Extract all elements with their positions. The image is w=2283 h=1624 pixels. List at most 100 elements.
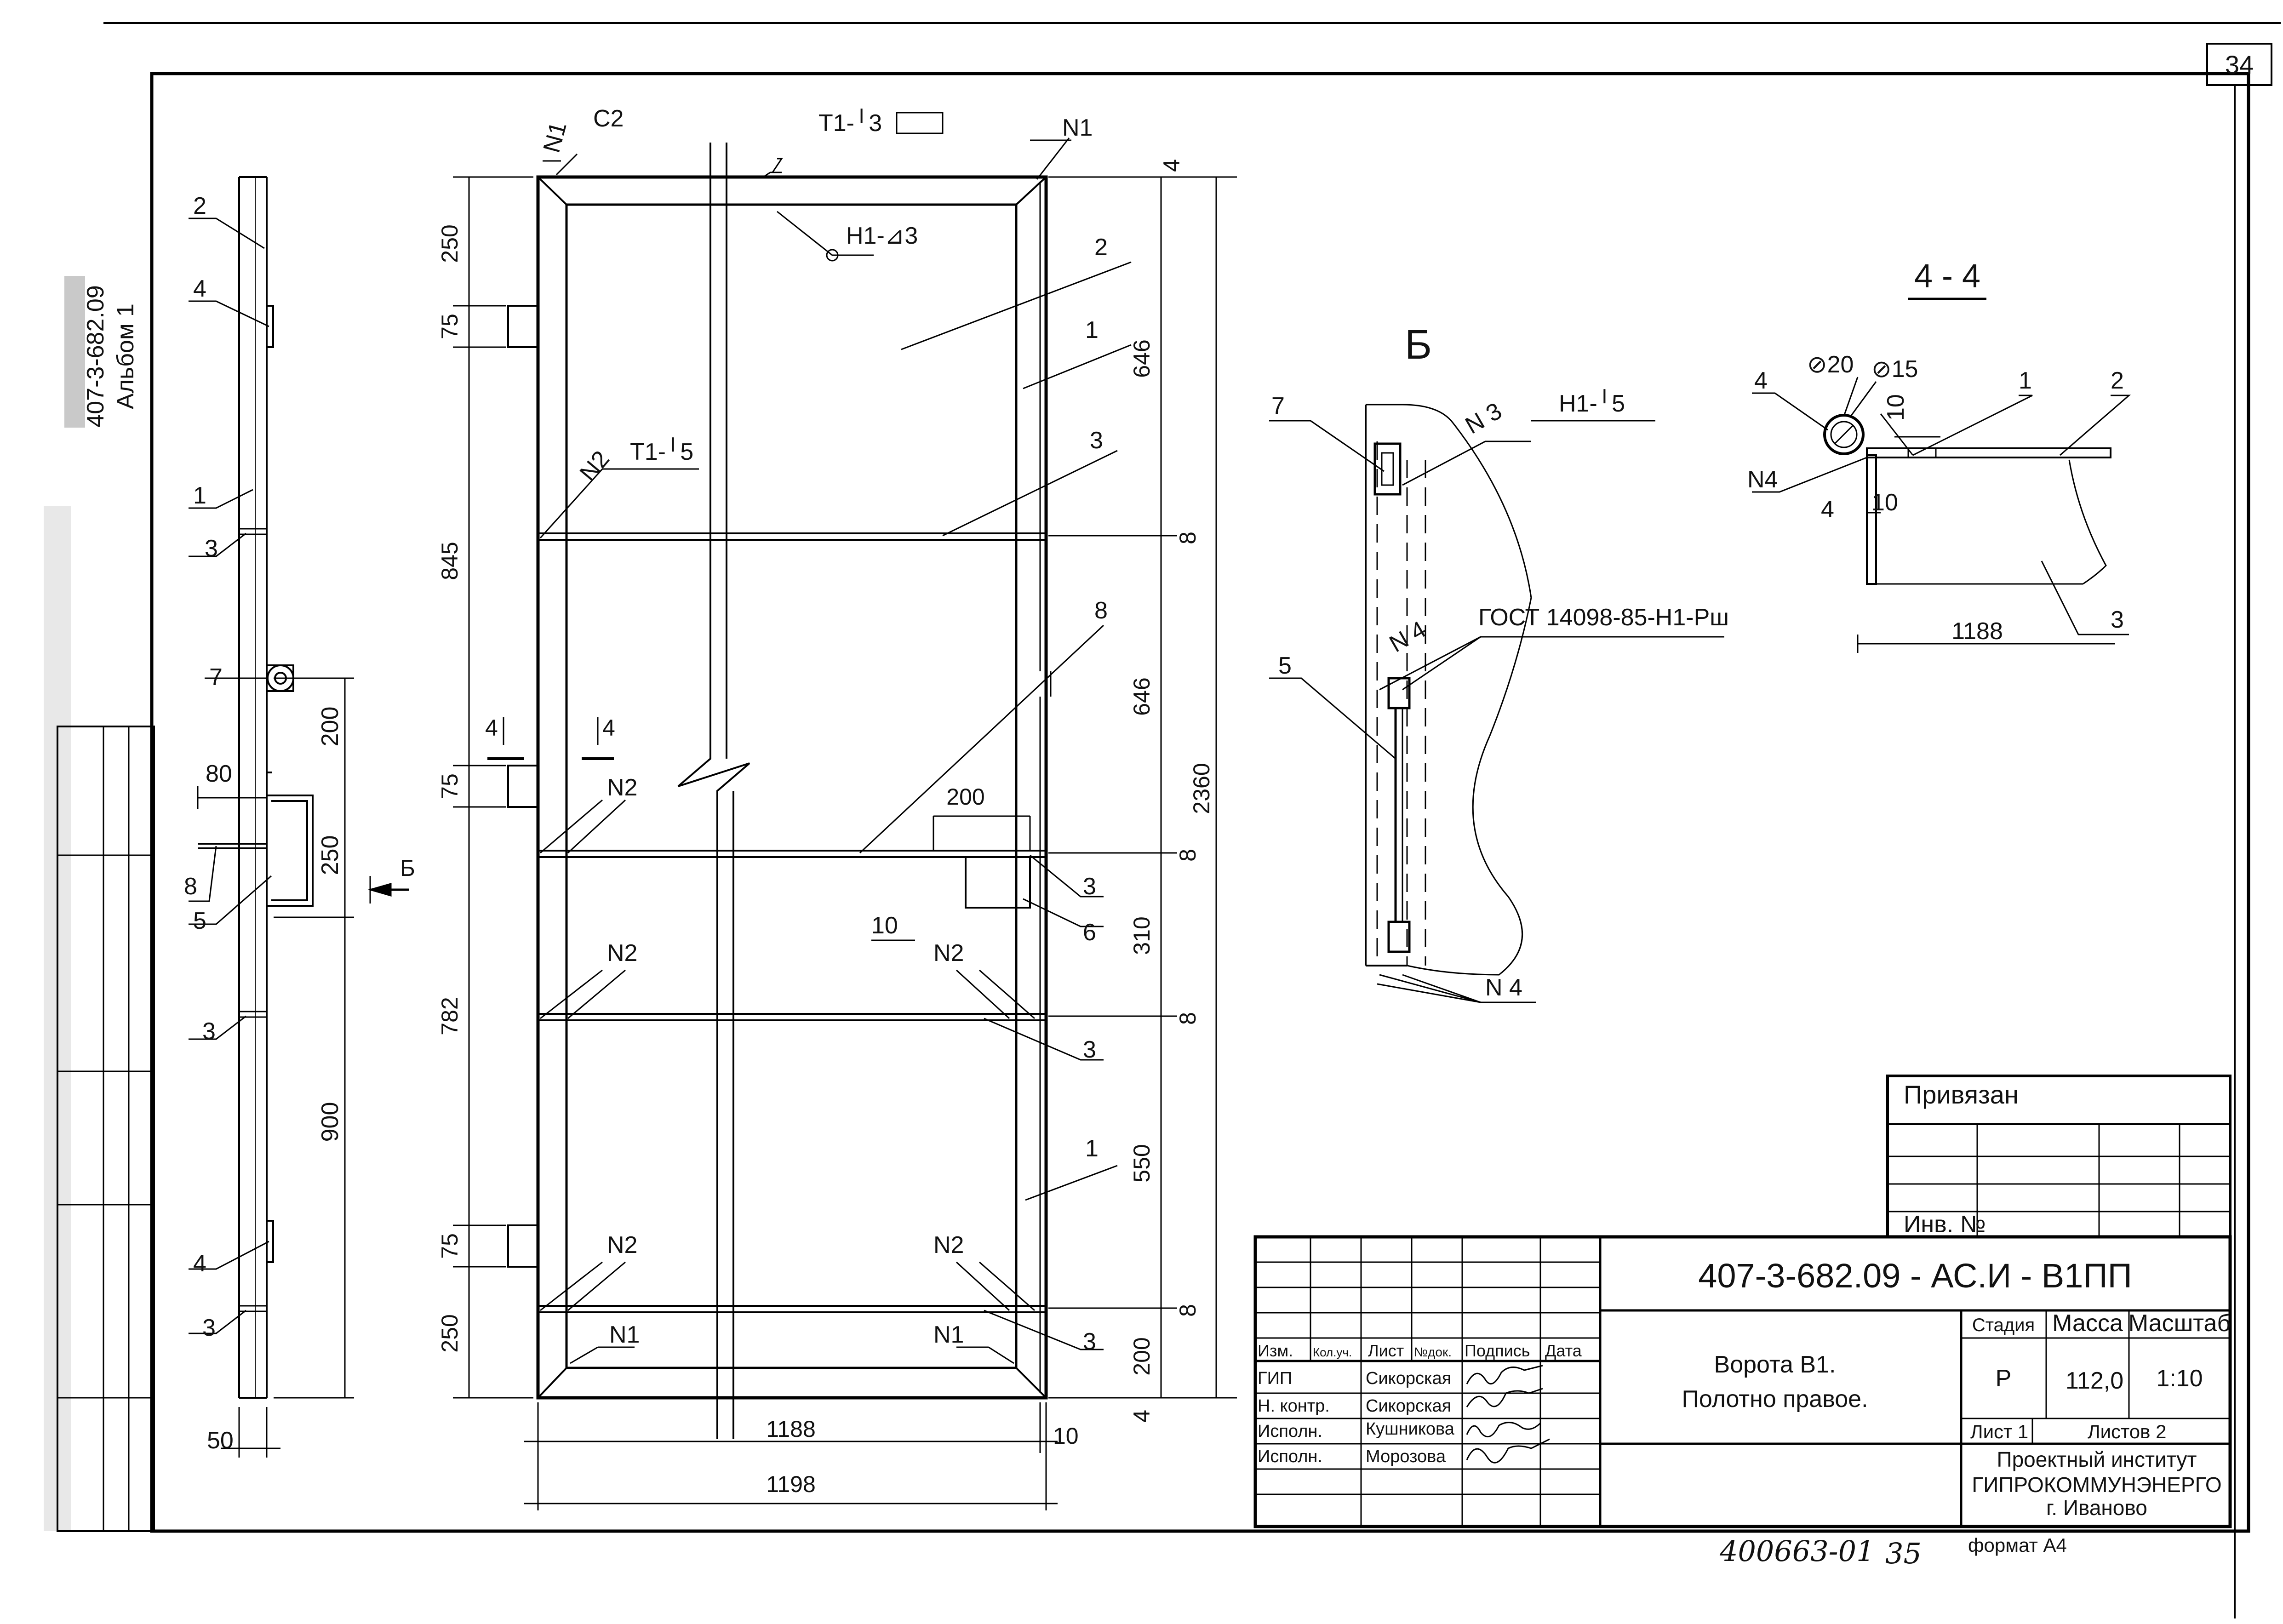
dim-250-side: 250 — [317, 835, 343, 875]
section-44-labels: 4 ⊘20 ⊘15 1 2 N4 3 10 4 10 1188 — [1747, 351, 2124, 645]
org-line3: г. Иваново — [2046, 1496, 2147, 1520]
dim-right-4a: 4 — [1159, 159, 1184, 172]
section-44-cut — [487, 717, 614, 760]
role-ispoln1: Исполн. — [1258, 1422, 1322, 1441]
dim-right-550: 550 — [1129, 1144, 1155, 1182]
dim-right-646b: 646 — [1129, 677, 1155, 715]
sec44-d15: ⊘15 — [1871, 356, 1918, 383]
part-label-6: 6 — [1083, 919, 1096, 946]
section-44-mark-right: 4 — [602, 715, 615, 741]
side-label-3: 3 — [205, 535, 218, 562]
mass-header: Масса — [2052, 1310, 2123, 1337]
dim-200-front: 200 — [946, 784, 984, 810]
dim-right-646a: 646 — [1129, 339, 1155, 377]
dim-bottom-10: 10 — [1053, 1423, 1079, 1449]
side-ref-album: Альбом 1 — [112, 303, 139, 409]
front-view-crossbars — [538, 532, 1046, 1313]
title-block-grid — [1253, 1075, 2232, 1528]
detail-b-title: Б — [1405, 322, 1432, 368]
part-label-1: 1 — [1085, 317, 1099, 343]
org-line1: Проектный институт — [1997, 1447, 2197, 1471]
hdr-list: Лист — [1368, 1341, 1404, 1360]
sheet-no: Лист 1 — [1970, 1421, 2028, 1442]
drawing-code: 407-3-682.09 - АС.И - В1ПП — [1698, 1257, 2132, 1295]
dim-left-75a: 75 — [437, 314, 463, 339]
side-label-1: 1 — [193, 482, 206, 509]
weld-n2-b: N2 — [607, 940, 637, 966]
dim-80: 80 — [206, 761, 232, 787]
sec44-label-2: 2 — [2111, 367, 2124, 394]
t1-flag — [896, 112, 944, 134]
detail-b-label-5: 5 — [1278, 652, 1292, 679]
name-ispoln2: Морозова — [1366, 1447, 1446, 1466]
role-gip: ГИП — [1258, 1369, 1292, 1388]
stage-header: Стадия — [1972, 1315, 2035, 1335]
detail-b-label-7: 7 — [1271, 393, 1285, 419]
hdr-ndok: №док. — [1414, 1345, 1452, 1359]
hdr-data: Дата — [1545, 1341, 1582, 1360]
part-label-3c: 3 — [1083, 1036, 1096, 1063]
page-number: 34 — [2225, 50, 2254, 79]
section-44-title: 4 - 4 — [1914, 258, 1980, 295]
weld-n2-d: N2 — [607, 1232, 637, 1258]
front-view-labels: C2 N1 T1-╵3 N1 H1-⊿3 2 1 3 8 3 6 3 1 3 1… — [538, 105, 1108, 1355]
dim-right-4b: 4 — [1129, 1410, 1155, 1423]
weld-n2-top: N2 — [575, 446, 615, 486]
section-mark-b: Б — [400, 855, 415, 881]
name-ispoln1: Кушникова — [1366, 1419, 1455, 1439]
front-view-dims — [453, 176, 1237, 1510]
scale-header: Масштаб — [2129, 1310, 2231, 1337]
part-label-3: 3 — [1090, 427, 1103, 454]
dim-total-2360: 2360 — [1189, 763, 1214, 814]
detail-b-n3: N 3 — [1461, 398, 1506, 440]
part-label-2: 2 — [1094, 234, 1108, 261]
weld-n1-a: N1 — [609, 1321, 640, 1348]
side-view-labels: 2 4 1 3 7 8 5 3 4 3 — [184, 193, 223, 1341]
dim-left-250b: 250 — [437, 1314, 463, 1352]
scale-value: 1:10 — [2156, 1365, 2203, 1392]
title-block-text: Привязан Инв. № 407-3-682.09 - АС.И - В1… — [1258, 1080, 2231, 1520]
side-label-7: 7 — [209, 664, 223, 691]
org-line2: ГИПРОКОММУНЭНЕРГО — [1972, 1473, 2221, 1497]
detail-b-h1-5: H1-╵5 — [1559, 389, 1625, 417]
section-44-mark-left: 4 — [485, 715, 498, 741]
side-view-dims — [197, 677, 409, 1458]
front-view-welds — [539, 468, 1035, 1364]
section-44-drawing — [1823, 414, 2111, 585]
part-label-1b: 1 — [1085, 1135, 1099, 1162]
dim-50-side: 50 — [207, 1427, 234, 1454]
handwritten-number: 400663-01 — [1719, 1534, 1875, 1568]
front-view-break — [677, 143, 750, 1439]
hdr-izm: Изм. — [1258, 1341, 1293, 1360]
hdr-kol: Кол.уч. — [1313, 1345, 1352, 1359]
side-label-4: 4 — [193, 275, 206, 302]
sec44-dim-1188: 1188 — [1951, 618, 2003, 645]
detail-b-drawing — [1365, 404, 1532, 976]
doc-title-1: Ворота В1. — [1714, 1351, 1836, 1378]
side-label-3c: 3 — [202, 1315, 216, 1341]
signatures — [1466, 1365, 1550, 1464]
side-view-dim-text: 80 200 250 900 50 Б — [206, 707, 415, 1454]
front-view-leaders — [543, 137, 1132, 1350]
sec44-dim-10b: 10 — [1871, 489, 1898, 516]
detail-b-leaders — [1269, 420, 1724, 1003]
role-nkontr: Н. контр. — [1258, 1396, 1330, 1416]
dim-right-8a: 8 — [1175, 532, 1201, 544]
sec44-label-3: 3 — [2111, 606, 2124, 633]
sec44-d20: ⊘20 — [1807, 351, 1854, 378]
detail-b-gost: ГОСТ 14098-85-Н1-Рш — [1478, 604, 1729, 631]
part-label-3b: 3 — [1083, 873, 1096, 900]
detail-b-n4a: N 4 — [1385, 616, 1430, 658]
detail-b-labels: 7 5 N 3 H1-╵5 ГОСТ 14098-85-Н1-Рш N 4 N … — [1271, 389, 1729, 1001]
name-gip: Сикорская — [1366, 1369, 1451, 1388]
part-label-8: 8 — [1094, 597, 1108, 624]
dim-left-75c: 75 — [437, 1233, 463, 1259]
dim-left-845: 845 — [437, 542, 463, 580]
sec44-dim-10a: 10 — [1882, 394, 1909, 421]
dim-right-310: 310 — [1129, 916, 1155, 955]
front-view-hinges — [507, 305, 1031, 1268]
detail-b-n4b: N 4 — [1485, 974, 1522, 1001]
dim-left-75b: 75 — [437, 773, 463, 799]
side-label-4b: 4 — [193, 1250, 206, 1277]
weld-n1-b: N1 — [933, 1321, 964, 1348]
